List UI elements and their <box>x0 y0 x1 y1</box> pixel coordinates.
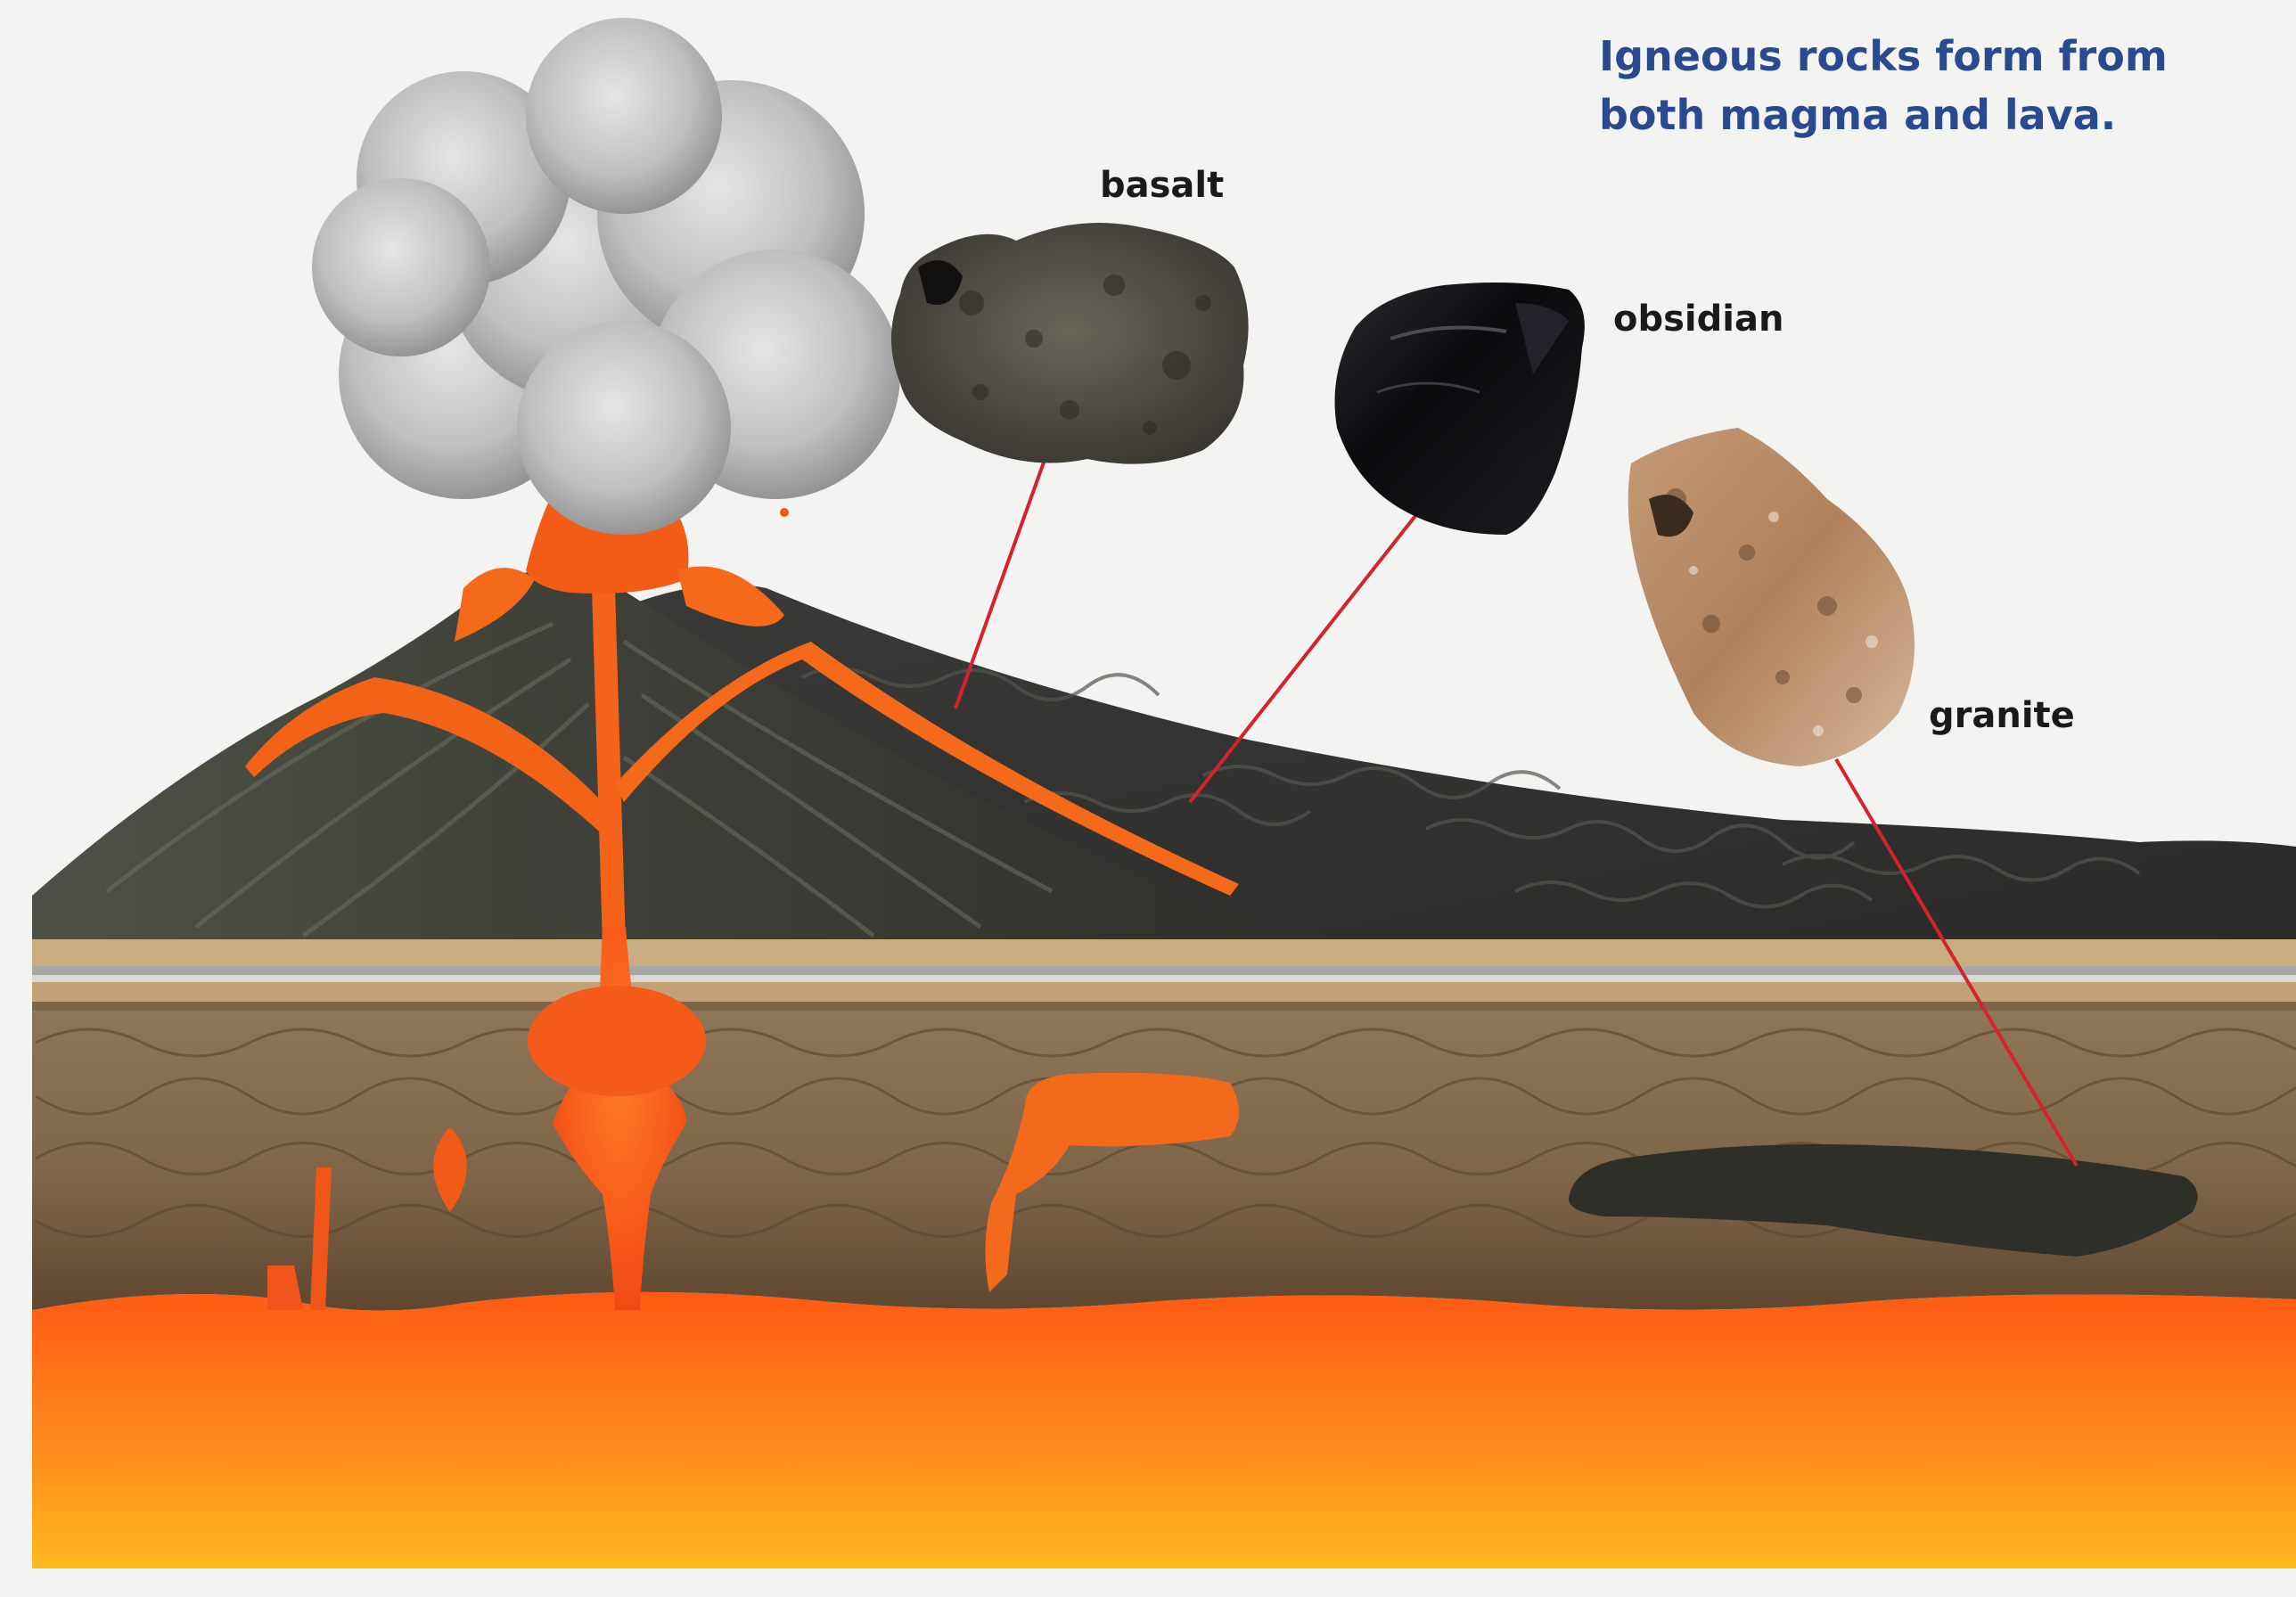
granite-pluton <box>1569 1144 2198 1257</box>
obsidian-specimen <box>1334 282 1585 535</box>
granite-label: granite <box>1929 695 2075 736</box>
caption-line-2: both magma and lava. <box>1599 91 2117 139</box>
magma-conduits <box>245 588 1239 1310</box>
obsidian-leader-line <box>1188 469 1453 804</box>
granite-leader-line <box>1834 758 2079 1167</box>
obsidian-label: obsidian <box>1613 299 1784 340</box>
basalt-specimen <box>891 223 1249 464</box>
surface-strata <box>32 936 2296 1011</box>
volcano-cone <box>32 570 1310 939</box>
basalt-label: basalt <box>1100 165 1225 206</box>
diagram-caption: Igneous rocks form from both magma and l… <box>1599 27 2241 144</box>
caption-line-1: Igneous rocks form from <box>1599 32 2168 80</box>
ash-cloud <box>312 18 900 535</box>
magma-layer <box>32 1291 2296 1568</box>
granite-specimen <box>1628 428 1915 766</box>
